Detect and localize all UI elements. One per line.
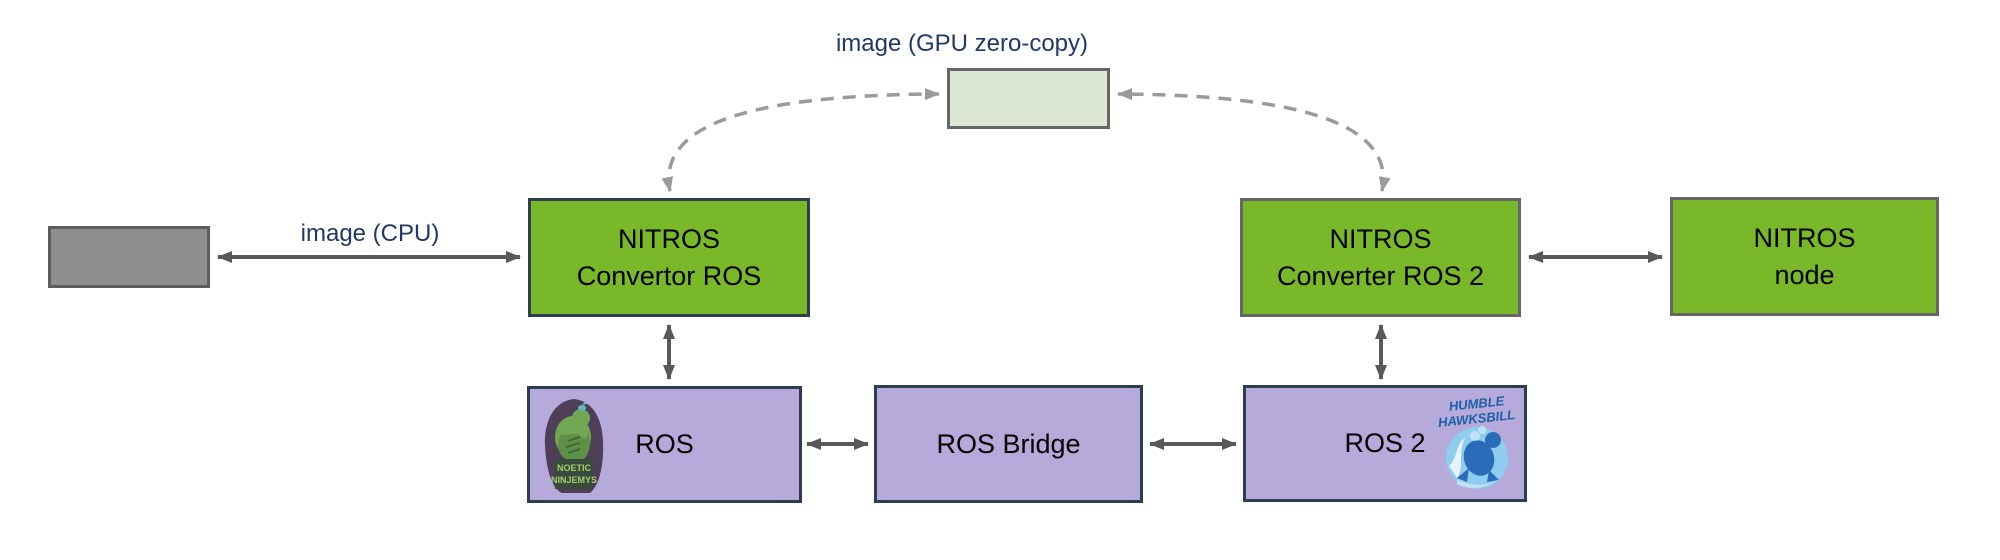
node-label: ROS <box>635 429 694 459</box>
noetic-logo-text-line2: NINJEMYS <box>551 475 597 485</box>
node-ros-bridge: ROS Bridge <box>874 385 1143 503</box>
noetic-logo-text-line1: NOETIC <box>557 463 592 473</box>
node-label-line1: NITROS <box>1753 222 1856 253</box>
node-ros: NOETIC NINJEMYS ROS <box>527 386 802 503</box>
humble-logo-text-line1: HUMBLE <box>1448 396 1505 414</box>
dashed-arrow-left-gpu <box>661 88 940 192</box>
node-label-line1: NITROS <box>617 223 720 254</box>
node-label-line2: Convertor ROS <box>576 260 762 291</box>
node-label-line1: NITROS <box>1329 223 1432 254</box>
node-nitros-converter-ros2: NITROS Converter ROS 2 <box>1240 198 1521 317</box>
node-label: ROS Bridge <box>936 428 1081 459</box>
ros-noetic-ninjemys-logo: NOETIC NINJEMYS <box>544 399 604 493</box>
edge-label-gpu-zero-copy: image (GPU zero-copy) <box>835 30 1089 57</box>
node-nitros-node: NITROS node <box>1670 197 1939 316</box>
node-cpu-image-box <box>48 226 210 288</box>
node-gpu-image-box <box>947 68 1110 129</box>
ros2-humble-hawksbill-logo: HUMBLE HAWKSBILL <box>1437 396 1516 489</box>
node-nitros-convertor-ros: NITROS Convertor ROS <box>528 198 810 317</box>
node-label: ROS 2 <box>1344 428 1426 458</box>
node-label-line2: node <box>1774 259 1835 290</box>
node-label-line2: Converter ROS 2 <box>1276 260 1485 291</box>
node-ros2: ROS 2 HUMBLE HAWKSBILL <box>1243 385 1527 502</box>
dashed-arrow-right-gpu <box>1117 88 1391 192</box>
edge-label-cpu: image (CPU) <box>300 220 440 247</box>
